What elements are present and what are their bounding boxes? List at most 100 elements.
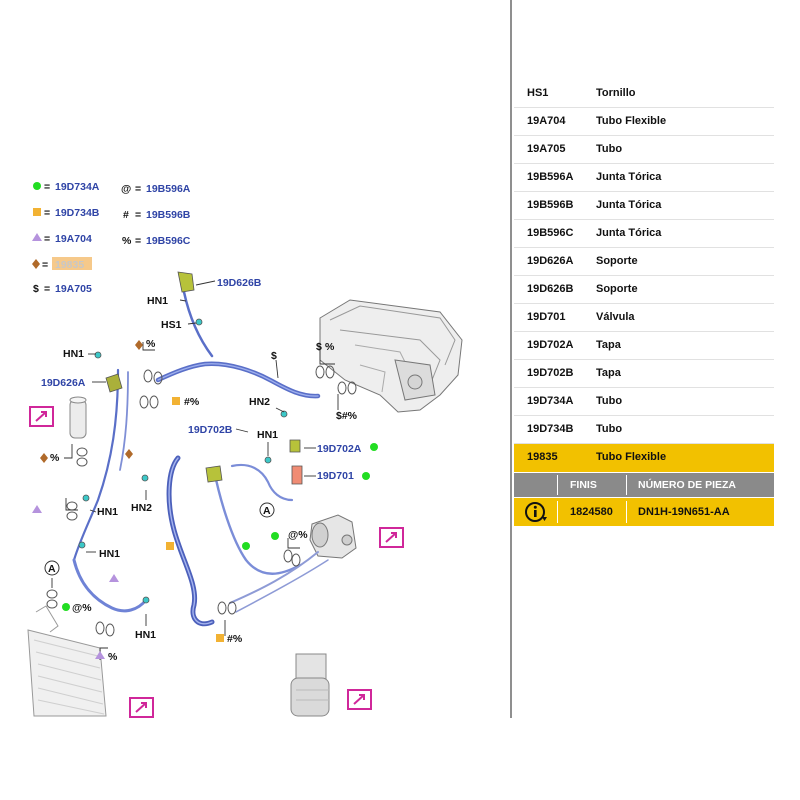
- jump-link-icon[interactable]: [29, 406, 54, 427]
- label-19d702a: 19D702A: [317, 443, 362, 455]
- label-hs1: HS1: [161, 319, 182, 331]
- part-ref: 19D702B: [527, 367, 574, 379]
- leader-lines: [51, 280, 339, 660]
- legend-ref-19b596a: 19B596A: [146, 183, 191, 195]
- jump-links[interactable]: [29, 406, 404, 718]
- condenser: [27, 605, 107, 717]
- part-desc: Tubo: [596, 143, 623, 155]
- label-hash-percent: #%: [184, 396, 200, 408]
- part-ref: 19B596C: [527, 227, 574, 239]
- circle-marker-icon: [62, 603, 70, 611]
- detail-header: FINIS NÚMERO DE PIEZA: [514, 473, 774, 497]
- position-markers: A A: [44, 502, 275, 576]
- marker-a-label: A: [48, 563, 56, 575]
- square-marker-icon: [172, 397, 180, 405]
- legend-green-circle-icon: [33, 182, 41, 190]
- part-ref: 19D701: [527, 311, 566, 323]
- circle-marker-icon: [370, 443, 378, 451]
- label-hn1: HN1: [257, 429, 278, 441]
- finis-value: 1824580: [570, 506, 613, 518]
- table-row[interactable]: 19A705 Tubo: [514, 136, 774, 164]
- legend-sep: =: [135, 183, 141, 195]
- label-19d626b: 19D626B: [217, 277, 262, 289]
- label-hn1: HN1: [63, 348, 84, 360]
- label-hn1: HN1: [97, 506, 118, 518]
- label-hn2: HN2: [249, 396, 270, 408]
- table-row[interactable]: 19D626A Soporte: [514, 248, 774, 276]
- column-header-part-number: NÚMERO DE PIEZA: [638, 479, 737, 491]
- part-desc: Tubo Flexible: [596, 451, 667, 463]
- label-dollar: $: [316, 341, 322, 353]
- table-row[interactable]: 19A704 Tubo Flexible: [514, 108, 774, 136]
- detail-row[interactable]: 1824580 DN1H-19N651-AA: [514, 498, 774, 526]
- jump-link-icon[interactable]: [129, 697, 154, 718]
- triangle-marker-icon: [109, 574, 119, 582]
- column-header-finis: FINIS: [570, 479, 597, 491]
- legend-ref-19a704: 19A704: [55, 233, 92, 245]
- part-ref: 19D626B: [527, 283, 574, 295]
- ac-compressor: [309, 514, 357, 559]
- label-dollar-hash-percent: $#%: [336, 410, 358, 422]
- label-hn1: HN1: [99, 548, 120, 560]
- column-divider: [626, 475, 627, 495]
- o-ring-groups: [46, 365, 357, 637]
- accumulator-bottle: [290, 653, 330, 717]
- marker-a-circle-icon: [44, 560, 60, 576]
- column-divider: [626, 501, 627, 523]
- label-dollar: $: [271, 350, 277, 362]
- legend: = 19D734A = 19D734B = 19A704 = 19835 $ =…: [32, 181, 191, 295]
- part-desc: Soporte: [596, 255, 638, 267]
- square-marker-icon: [166, 542, 174, 550]
- jump-link-icon[interactable]: [347, 689, 372, 710]
- panel-divider: [510, 0, 512, 718]
- square-marker-icon: [216, 634, 224, 642]
- part-ref: 19835: [527, 451, 558, 463]
- legend-ref-19b596c: 19B596C: [146, 235, 191, 247]
- part-ref: 19D734B: [527, 423, 574, 435]
- fittings: [78, 271, 303, 604]
- hvac-evaporator-unit: [319, 299, 463, 413]
- circle-marker-icon: [242, 542, 250, 550]
- label-hn1: HN1: [135, 629, 156, 641]
- legend-ref-19d734a: 19D734A: [55, 181, 100, 193]
- legend-sep: =: [44, 283, 50, 295]
- table-row-selected[interactable]: 19835 Tubo Flexible: [514, 444, 774, 472]
- part-desc: Tubo Flexible: [596, 115, 667, 127]
- refrigerant-pipes: [72, 290, 329, 627]
- part-ref: HS1: [527, 87, 549, 99]
- label-at-percent: @%: [288, 529, 308, 541]
- info-icon[interactable]: [524, 501, 548, 523]
- part-ref: 19A704: [527, 115, 566, 127]
- label-percent: %: [108, 651, 118, 663]
- legend-symbol: #: [123, 209, 129, 221]
- marker-a-circle-icon: [259, 502, 275, 518]
- callout-labels: 19D626B HN1 HS1 HN1 19D626A HN2 19D702B …: [41, 277, 362, 663]
- part-desc: Tapa: [596, 339, 621, 351]
- legend-brown-diamond-icon: [32, 259, 40, 269]
- legend-ref-19d734b: 19D734B: [55, 207, 100, 219]
- triangle-marker-icon: [95, 651, 105, 659]
- legend-symbol: @: [121, 183, 131, 195]
- circle-marker-icon: [271, 532, 279, 540]
- jump-link-icon[interactable]: [379, 527, 404, 548]
- part-ref: 19D626A: [527, 255, 574, 267]
- legend-ref-19b596b: 19B596B: [146, 209, 191, 221]
- part-ref: 19A705: [527, 143, 566, 155]
- legend-sep: =: [44, 181, 50, 193]
- legend-sep: =: [44, 233, 50, 245]
- triangle-marker-icon: [32, 505, 42, 513]
- legend-sep: =: [135, 235, 141, 247]
- label-hn1: HN1: [147, 295, 168, 307]
- legend-sep: =: [135, 209, 141, 221]
